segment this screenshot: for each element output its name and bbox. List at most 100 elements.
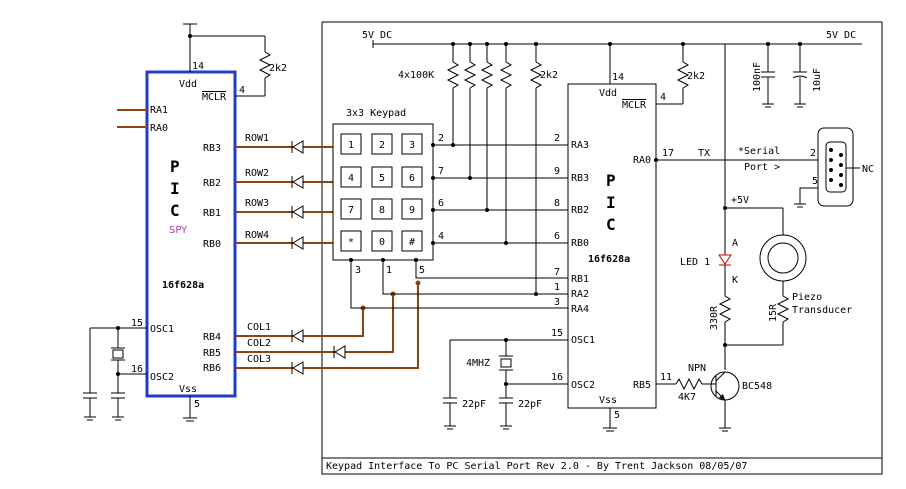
r-base-label: 4K7 [678, 392, 696, 403]
main-in-ra3: RA3 [571, 140, 589, 151]
supply-right-label: 5V DC [826, 30, 856, 41]
main-part-number: 16f628a [588, 254, 630, 265]
main-in-ra4: RA4 [571, 304, 589, 315]
main-in-pin-ra3: 2 [554, 133, 560, 144]
spy-tag: SPY [169, 225, 188, 236]
serial-label-2: Port > [744, 162, 780, 173]
keypad-row-pin-4: 4 [438, 231, 444, 242]
cap-22pf-b-label: 22pF [518, 399, 542, 410]
main-mclr-resistor-label: 2k2 [687, 71, 705, 82]
spy-rb2-label: RB2 [203, 178, 221, 189]
main-osc1-label: OSC1 [571, 335, 595, 346]
decoupling-caps [761, 42, 808, 108]
main-in-pin-ra4: 3 [554, 297, 560, 308]
spy-osc2-label: OSC2 [150, 372, 174, 383]
cap-10uf-label: 10uF [812, 68, 823, 92]
main-in-pin-rb2: 8 [554, 198, 560, 209]
spy-pic-chip [145, 70, 237, 398]
spy-vss-pin: 5 [194, 399, 200, 410]
title-bar-text: Keypad Interface To PC Serial Port Rev 2… [326, 461, 747, 472]
key-4[interactable] [340, 166, 362, 188]
pullups-label: 4x100K [398, 70, 434, 81]
main-mclr-pin: 4 [660, 92, 666, 103]
spy-osc1-pin: 15 [131, 318, 143, 329]
led-1 [718, 208, 732, 296]
key-star[interactable] [340, 230, 362, 252]
spy-rb5-label: RB5 [203, 348, 221, 359]
main-in-rb2: RB2 [571, 205, 589, 216]
main-in-rb0: RB0 [571, 238, 589, 249]
key-1[interactable] [340, 133, 362, 155]
main-vdd-pin: 14 [612, 72, 624, 83]
col1-label: COL1 [247, 322, 271, 333]
main-vdd-label: Vdd [599, 88, 617, 99]
row4-label: ROW4 [245, 230, 269, 241]
main-oscillator [443, 338, 568, 430]
key-8-label: 8 [379, 205, 385, 216]
npn-label: NPN [688, 363, 706, 374]
key-5[interactable] [371, 166, 393, 188]
row3-label: ROW3 [245, 198, 269, 209]
piezo-label-2: Transducer [792, 305, 852, 316]
spy-part-number: 16f628a [162, 280, 204, 291]
key-hash-label: # [409, 237, 415, 248]
spy-ra1-label: RA1 [150, 105, 168, 116]
plus5v-label: +5V [731, 195, 749, 206]
keypad-row-wires [431, 143, 568, 245]
led-anode-label: A [732, 238, 738, 249]
keypad-col-wires [349, 258, 568, 309]
main-osc1-pin: 15 [551, 328, 563, 339]
r-led-label: 330R [709, 305, 720, 330]
key-hash[interactable] [401, 230, 423, 252]
main-mclr-label: MCLR [622, 100, 647, 111]
spy-vdd-pin: 14 [192, 61, 204, 72]
main-in-pin-rb0: 6 [554, 231, 560, 242]
main-in-rb1: RB1 [571, 274, 589, 285]
main-osc2-label: OSC2 [571, 380, 595, 391]
key-8[interactable] [371, 198, 393, 220]
key-4-label: 4 [348, 173, 354, 184]
keypad-col-pin-1: 3 [355, 265, 361, 276]
spy-mclr-label: MCLR [202, 92, 227, 103]
key-0[interactable] [371, 230, 393, 252]
col3-label: COL3 [247, 354, 271, 365]
main-ra0-pin: 17 [662, 148, 674, 159]
spy-osc2-pin: 16 [131, 364, 143, 375]
main-osc2-pin: 16 [551, 372, 563, 383]
key-1-label: 1 [348, 140, 354, 151]
col2-label: COL2 [247, 338, 271, 349]
key-6-label: 6 [409, 173, 415, 184]
main-in-ra2: RA2 [571, 289, 589, 300]
main-in-pin-ra2: 1 [554, 282, 560, 293]
main-rb5-label: RB5 [633, 380, 651, 391]
key-9[interactable] [401, 198, 423, 220]
keypad-keys [340, 133, 423, 252]
serial-label-1: *Serial [738, 146, 780, 157]
main-pic-chip [567, 83, 657, 409]
spy-rb1-label: RB1 [203, 208, 221, 219]
key-7[interactable] [340, 198, 362, 220]
pullup-2k2-label: 2k2 [540, 70, 558, 81]
row-lines [235, 140, 333, 250]
spy-name-p: P [170, 157, 180, 176]
spy-osc1-label: OSC1 [150, 324, 174, 335]
pullup-resistors [446, 42, 543, 296]
key-9-label: 9 [409, 205, 415, 216]
led-cathode-label: K [732, 275, 738, 286]
main-in-pin-rb3: 9 [554, 166, 560, 177]
spy-vss-label: Vss [179, 384, 197, 395]
board-frame [321, 21, 883, 475]
serial-pin5: 5 [812, 176, 818, 187]
main-in-rb3: RB3 [571, 173, 589, 184]
main-in-pin-rb1: 7 [554, 267, 560, 278]
db9-connector [817, 127, 860, 207]
key-3[interactable] [401, 133, 423, 155]
key-2[interactable] [371, 133, 393, 155]
keypad-row-pin-1: 2 [438, 133, 444, 144]
key-7-label: 7 [348, 205, 354, 216]
row2-label: ROW2 [245, 168, 269, 179]
keypad-row-pin-3: 6 [438, 198, 444, 209]
key-6[interactable] [401, 166, 423, 188]
keypad-col-pin-3: 5 [419, 265, 425, 276]
